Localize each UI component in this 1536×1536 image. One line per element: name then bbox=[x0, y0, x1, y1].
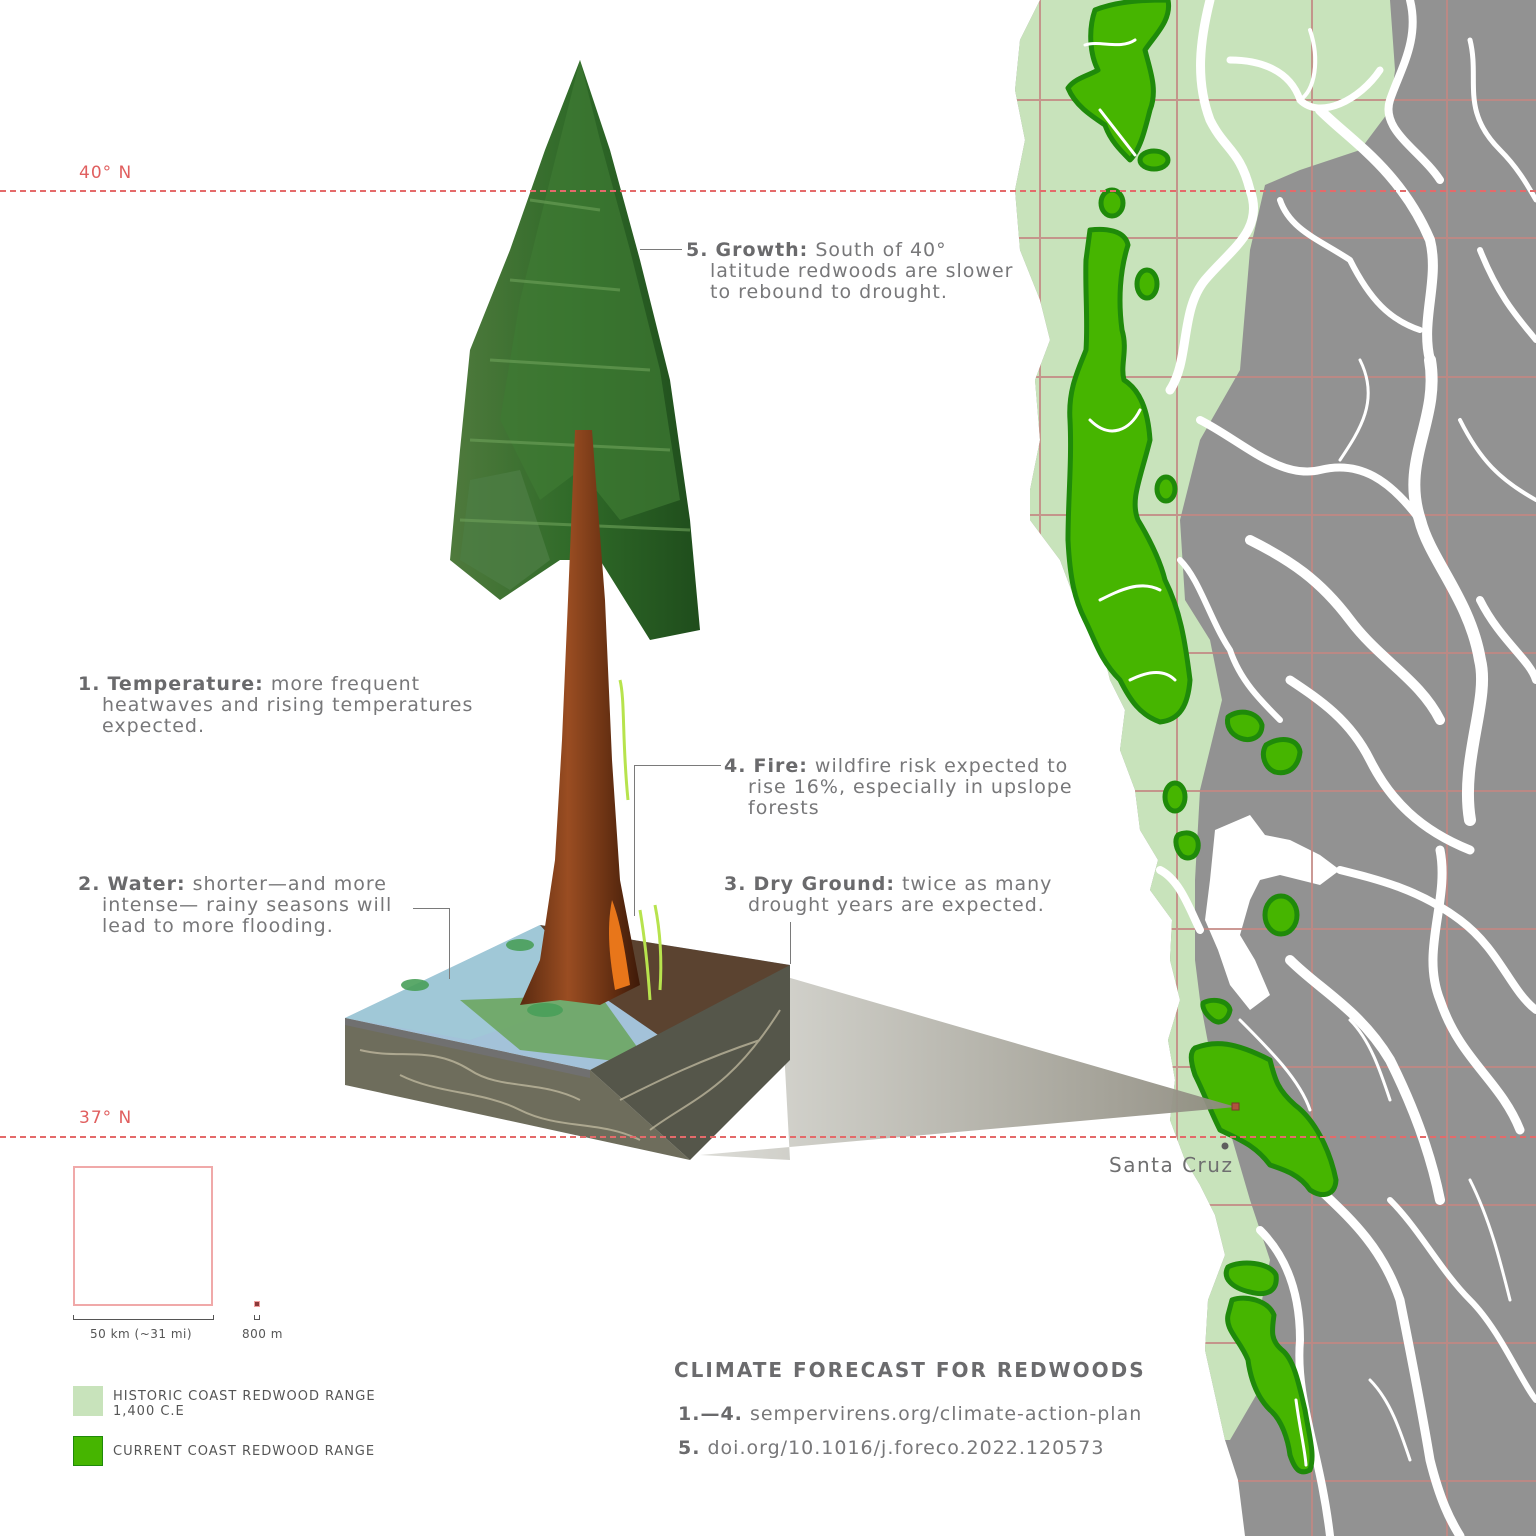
latitude-line-40n bbox=[0, 190, 1536, 192]
tree-crown bbox=[450, 60, 700, 640]
callout-dry-ground: 3. Dry Ground: twice as many drought yea… bbox=[724, 874, 1084, 916]
source-line-5: 5. doi.org/10.1016/j.foreco.2022.120573 bbox=[678, 1437, 1104, 1459]
callout-text-rest: intense— rainy seasons will lead to more… bbox=[102, 894, 393, 937]
tree-trunk bbox=[520, 430, 640, 1005]
legend-label-historic: HISTORIC COAST REDWOOD RANGE 1,400 C.E bbox=[113, 1389, 376, 1419]
infographic-title: CLIMATE FORECAST FOR REDWOODS bbox=[674, 1358, 1146, 1382]
leader-line-fire bbox=[634, 765, 721, 916]
source-link[interactable]: doi.org/10.1016/j.foreco.2022.120573 bbox=[707, 1437, 1105, 1459]
source-line-1-4: 1.—4. sempervirens.org/climate-action-pl… bbox=[678, 1403, 1142, 1425]
latitude-line-37n bbox=[0, 1136, 1536, 1138]
scale-label-50km: 50 km (~31 mi) bbox=[90, 1327, 193, 1341]
source-ref: 1.—4. bbox=[678, 1403, 743, 1425]
leader-line-dry-ground bbox=[790, 922, 791, 964]
callout-heading: Temperature: bbox=[107, 673, 264, 695]
leader-line-water bbox=[413, 908, 450, 979]
scale-label-800m: 800 m bbox=[242, 1327, 283, 1341]
scale-bar-50km bbox=[73, 1315, 214, 1320]
legend-swatch-historic bbox=[73, 1386, 103, 1416]
callout-heading: Fire: bbox=[753, 755, 808, 777]
callout-number: 1. bbox=[78, 673, 101, 695]
legend-label-current: CURRENT COAST REDWOOD RANGE bbox=[113, 1444, 376, 1459]
callout-water: 2. Water: shorter—and more intense— rain… bbox=[78, 874, 418, 937]
callout-text-first: more frequent bbox=[270, 673, 421, 695]
latitude-label-40n: 40° N bbox=[79, 163, 133, 183]
source-link[interactable]: sempervirens.org/climate-action-plan bbox=[749, 1403, 1143, 1425]
map-label-santa-cruz: Santa Cruz bbox=[1109, 1153, 1234, 1177]
latitude-label-37n: 37° N bbox=[79, 1108, 133, 1128]
callout-text-rest: latitude redwoods are slower to rebound … bbox=[710, 260, 1014, 303]
scale-square-50km bbox=[73, 1166, 213, 1306]
scale-bar-800m bbox=[254, 1315, 260, 1320]
callout-number: 2. bbox=[78, 873, 101, 895]
legend-swatch-current bbox=[73, 1436, 103, 1466]
callout-text-first: wildfire risk expected to bbox=[814, 755, 1069, 777]
callout-number: 3. bbox=[724, 873, 747, 895]
callout-text-first: shorter—and more bbox=[192, 873, 387, 895]
callout-number: 5. bbox=[686, 239, 709, 261]
callout-text-rest: heatwaves and rising temperatures expect… bbox=[102, 694, 474, 737]
callout-temperature: 1. Temperature: more frequent heatwaves … bbox=[78, 674, 508, 737]
callout-number: 4. bbox=[724, 755, 747, 777]
callout-text-first: South of 40° bbox=[815, 239, 947, 261]
callout-text-first: twice as many bbox=[901, 873, 1053, 895]
callout-text-rest: drought years are expected. bbox=[748, 894, 1045, 916]
callout-fire: 4. Fire: wildfire risk expected to rise … bbox=[724, 756, 1094, 819]
callout-heading: Water: bbox=[107, 873, 186, 895]
callout-heading: Growth: bbox=[715, 239, 809, 261]
callout-growth: 5. Growth: South of 40° latitude redwood… bbox=[686, 240, 1066, 303]
leader-line-growth bbox=[640, 249, 682, 250]
scale-square-800m bbox=[254, 1301, 260, 1307]
callout-text-rest: rise 16%, especially in upslope forests bbox=[748, 776, 1073, 819]
source-ref: 5. bbox=[678, 1437, 701, 1459]
callout-heading: Dry Ground: bbox=[753, 873, 895, 895]
